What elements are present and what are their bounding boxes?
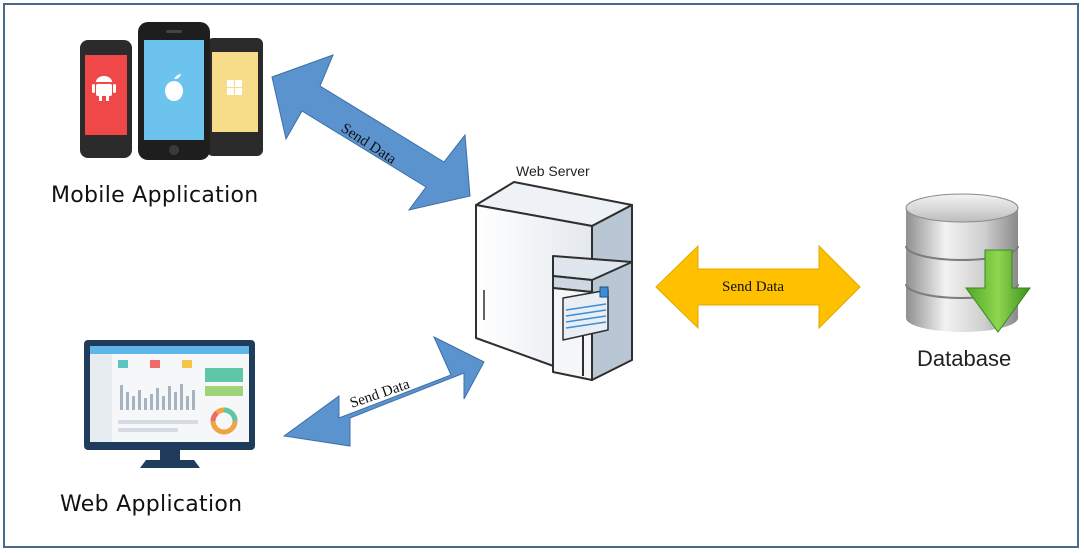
server-drive-bay xyxy=(565,303,607,329)
desktop-monitor-icon xyxy=(84,340,255,468)
database-cylinder-icon xyxy=(905,193,1031,333)
web-application-label: Web Application xyxy=(60,492,243,517)
server-tower-icon xyxy=(475,181,633,381)
arrow-server-database xyxy=(655,244,861,330)
windows-icon xyxy=(227,80,242,95)
web-server-label: Web Server xyxy=(516,163,590,179)
database-label: Database xyxy=(917,346,1012,371)
mobile-devices-icon xyxy=(80,22,263,160)
arrow-web-server xyxy=(282,335,485,447)
edge-label-server-database: Send Data xyxy=(722,279,785,295)
arrow-mobile-server xyxy=(271,54,471,211)
android-icon xyxy=(92,76,116,101)
apple-icon xyxy=(165,74,183,101)
download-arrow-icon xyxy=(965,249,1031,333)
mobile-application-label: Mobile Application xyxy=(51,183,259,208)
